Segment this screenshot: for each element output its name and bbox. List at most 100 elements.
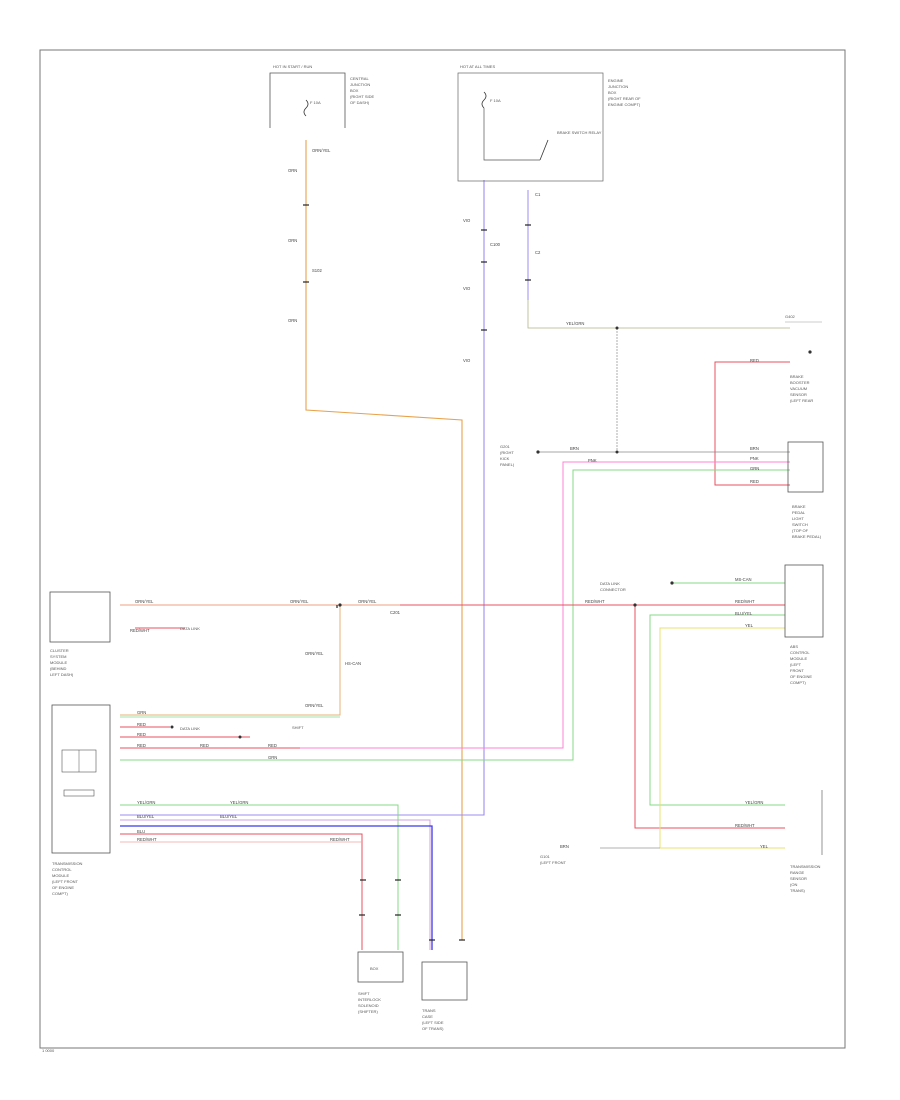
wire-label: YEL/GRN bbox=[566, 321, 584, 326]
tc-line-2: (LEFT SIDE bbox=[422, 1020, 444, 1025]
bb-line-4: (LEFT REAR bbox=[790, 398, 813, 403]
bps-line-1: PEDAL bbox=[792, 510, 806, 515]
wire-red-tcm bbox=[634, 605, 785, 829]
cluster-line-3: (BEHIND bbox=[50, 666, 67, 671]
bb-line-2: VACUUM bbox=[790, 386, 807, 391]
ejb-fuse: F 10A bbox=[490, 98, 501, 103]
sis-line-1: INTERLOCK bbox=[358, 997, 381, 1002]
wire-label: RED bbox=[750, 358, 759, 363]
wire-label: RED/WHT bbox=[735, 599, 755, 604]
wire-label: ORN/YEL bbox=[358, 599, 377, 604]
wire-label: ORN/YEL bbox=[135, 599, 154, 604]
wire-label: RED/WHT bbox=[735, 823, 755, 828]
wire-olive-top bbox=[527, 190, 790, 329]
engine-junction-box: HOT AT ALL TIMES ENGINE JUNCTION BOX (RI… bbox=[457, 64, 641, 182]
wire-label: PNK bbox=[588, 458, 597, 463]
bb-line-0: BRAKE bbox=[790, 374, 804, 379]
wire-label: YEL/GRN bbox=[230, 800, 248, 805]
wire-green-tcm bbox=[649, 614, 785, 806]
bps-line-2: LIGHT bbox=[792, 516, 804, 521]
cluster-line-2: MODULE bbox=[50, 660, 67, 665]
wire-label: VIO bbox=[463, 218, 471, 223]
splice-notes: DATA LINK DATA LINK DATA LINK CONNECTOR … bbox=[180, 581, 626, 731]
wire-label: RED bbox=[268, 743, 277, 748]
relay-switch-icon bbox=[539, 139, 549, 161]
abs-control-module: ABS CONTROL MODULE (LEFT FRONT OF ENGINE… bbox=[784, 564, 824, 685]
brake-booster-sensor: BRAKE BOOSTER VACUUM SENSOR (LEFT REAR bbox=[790, 374, 813, 403]
central-junction-box: HOT IN START / RUN CENTRAL JUNCTION BOX … bbox=[269, 64, 374, 128]
cluster-line-1: SYSTEM bbox=[50, 654, 66, 659]
splice-note: DATA LINK bbox=[180, 726, 200, 731]
tcm-inner-slot bbox=[63, 789, 95, 797]
wire-label: ORN bbox=[288, 238, 297, 243]
fuse-icon bbox=[303, 99, 309, 117]
sis-line-2: SOLENOID bbox=[358, 1003, 379, 1008]
cjb-line-2: BOX bbox=[350, 88, 359, 93]
ejb-line-1: JUNCTION bbox=[608, 84, 628, 89]
wire-label: RED bbox=[750, 479, 759, 484]
abs-line-5: OF ENGINE bbox=[790, 674, 812, 679]
wire-blue-826 bbox=[120, 825, 433, 950]
wire-label: GRN bbox=[137, 710, 146, 715]
g201-line-1: (RIGHT bbox=[500, 450, 514, 455]
tcm-line-1: CONTROL bbox=[52, 867, 72, 872]
bb-line-1: BOOSTER bbox=[790, 380, 810, 385]
wire-label: RED/WHT bbox=[137, 837, 157, 842]
bps-line-5: BRAKE PEDAL) bbox=[792, 534, 822, 539]
wire-label: VIO bbox=[463, 286, 471, 291]
cluster-line-4: LEFT DASH) bbox=[50, 672, 74, 677]
wire-label: RED/WHT bbox=[130, 628, 150, 633]
tcm-line-5: COMPT) bbox=[52, 891, 68, 896]
wire-label: ORN bbox=[288, 168, 297, 173]
wire-label: C100 bbox=[490, 242, 501, 247]
abs-line-2: MODULE bbox=[790, 656, 807, 661]
splice-note: DATA LINK bbox=[180, 626, 200, 631]
ground-g201: G201 (RIGHT KICK PANEL) bbox=[500, 444, 515, 467]
wire-label: YEL/GRN bbox=[137, 800, 155, 805]
tc-line-1: CASE bbox=[422, 1014, 433, 1019]
wire-label: C1 bbox=[535, 192, 541, 197]
wire-label: RED/WHT bbox=[585, 599, 605, 604]
trs-line-2: SENSOR bbox=[790, 876, 807, 881]
transmission-control-module: TRANSMISSION CONTROL MODULE (LEFT FRONT … bbox=[51, 704, 111, 896]
wire-label: ORN/YEL bbox=[305, 651, 324, 656]
diagram-frame bbox=[39, 49, 846, 1049]
wire-label: BLU/YEL bbox=[137, 814, 155, 819]
wire-label: ORN bbox=[288, 318, 297, 323]
page-code: 1 0000 bbox=[42, 1048, 55, 1053]
wire-label: C201 bbox=[390, 610, 401, 615]
wire-label: S102 bbox=[312, 268, 322, 273]
trans-case: TRANS CASE (LEFT SIDE OF TRANS) bbox=[421, 961, 468, 1031]
central-junction-lines: CENTRAL JUNCTION BOX (RIGHT SIDE OF DASH… bbox=[350, 76, 374, 105]
sis-line-3: (SHIFTER) bbox=[358, 1009, 378, 1014]
wire-green-long bbox=[120, 469, 790, 761]
tc-line-3: OF TRANS) bbox=[422, 1026, 444, 1031]
splice-note: SHIFT bbox=[292, 725, 304, 730]
tcm-line-0: TRANSMISSION bbox=[52, 861, 83, 866]
wire-label: BLU/YEL bbox=[735, 611, 753, 616]
cjb-fuse-label: F 10A bbox=[310, 100, 321, 105]
wire-label: GRN bbox=[268, 755, 277, 760]
abs-line-6: COMPT) bbox=[790, 680, 806, 685]
wire-violet-main bbox=[120, 180, 485, 816]
abs-line-0: ABS bbox=[790, 644, 798, 649]
splice-note: DATA LINK bbox=[600, 581, 620, 586]
wire-green-805 bbox=[120, 804, 399, 950]
ground-top-right: G402 bbox=[785, 314, 822, 323]
wire-lilac-820 bbox=[120, 819, 431, 950]
abs-line-1: CONTROL bbox=[790, 650, 810, 655]
cjb-line-1: JUNCTION bbox=[350, 82, 370, 87]
wire-label: YEL bbox=[760, 844, 769, 849]
ground-g402-label: G402 bbox=[785, 314, 796, 319]
splice-note: CONNECTOR bbox=[600, 587, 626, 592]
wire-label: BRN bbox=[560, 844, 569, 849]
trs-line-3: (ON bbox=[790, 882, 797, 887]
abs-line-3: (LEFT bbox=[790, 662, 802, 667]
wire-label: YEL bbox=[745, 623, 754, 628]
wire-label: ORN/YEL bbox=[312, 148, 331, 153]
tc-line-0: TRANS bbox=[422, 1008, 436, 1013]
splice-dots bbox=[170, 326, 812, 739]
g201-line-3: PANEL) bbox=[500, 462, 515, 467]
ejb-relay: BRAKE SWITCH RELAY bbox=[557, 130, 602, 135]
